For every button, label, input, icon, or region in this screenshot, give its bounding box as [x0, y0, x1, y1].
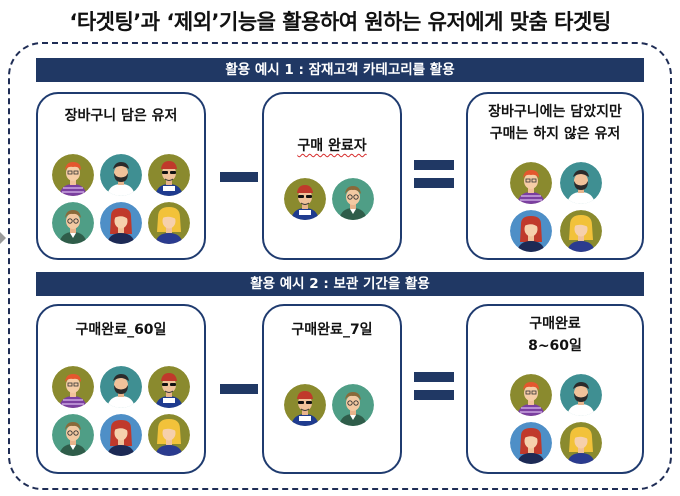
- avatar-icon: [52, 414, 94, 456]
- avatar-icon: [510, 422, 552, 464]
- avatar-icon: [284, 384, 326, 426]
- example1-middle-box: 구매 완료자: [262, 92, 402, 260]
- avatar-icon: [510, 162, 552, 204]
- avatar-icon: [52, 366, 94, 408]
- example1-left-box: 장바구니 담은 유저: [36, 92, 206, 260]
- minus-operator-icon: [220, 172, 258, 182]
- avatar-icon: [510, 210, 552, 252]
- avatar-icon: [52, 154, 94, 196]
- example2-middle-box: 구매완료_7일: [262, 304, 402, 474]
- example2-right-label-line1: 구매완료: [529, 316, 581, 332]
- avatar-icon: [100, 414, 142, 456]
- avatar-icon: [148, 202, 190, 244]
- minus-operator-icon: [220, 384, 258, 394]
- example2-banner: 활용 예시 2 : 보관 기간을 활용: [36, 272, 644, 296]
- avatar-icon: [332, 178, 374, 220]
- avatar-icon: [52, 202, 94, 244]
- avatar-icon: [148, 154, 190, 196]
- avatar-icon: [100, 202, 142, 244]
- example2-right-label-line2: 8~60일: [528, 338, 582, 354]
- avatar-icon: [148, 366, 190, 408]
- avatar-icon: [510, 374, 552, 416]
- example1-right-box: 장바구니에는 담았지만 구매는 하지 않은 유저: [466, 92, 644, 260]
- avatar-icon: [284, 178, 326, 220]
- example1-right-label-line2: 구매는 하지 않은 유저: [489, 126, 621, 142]
- example2-right-box: 구매완료 8~60일: [466, 304, 644, 474]
- example2-left-box: 구매완료_60일: [36, 304, 206, 474]
- example1-middle-label: 구매 완료자: [297, 138, 367, 154]
- slide-edge-marker: [0, 232, 6, 244]
- avatar-icon: [148, 414, 190, 456]
- avatar-icon: [332, 384, 374, 426]
- dashed-frame: [8, 42, 672, 490]
- example1-banner: 활용 예시 1 : 잠재고객 카테고리를 활용: [36, 58, 644, 82]
- avatar-icon: [560, 374, 602, 416]
- avatar-icon: [100, 366, 142, 408]
- avatar-icon: [560, 162, 602, 204]
- avatar-icon: [100, 154, 142, 196]
- page-title: ‘타겟팅’과 ‘제외’기능을 활용하여 원하는 유저에게 맞춤 타겟팅: [69, 10, 611, 34]
- avatar-icon: [560, 422, 602, 464]
- example1-left-label: 장바구니 담은 유저: [64, 108, 178, 124]
- avatar-icon: [560, 210, 602, 252]
- example1-right-label-line1: 장바구니에는 담았지만: [488, 104, 622, 120]
- example2-left-label: 구매완료_60일: [75, 322, 167, 338]
- example2-middle-label: 구매완료_7일: [291, 322, 373, 338]
